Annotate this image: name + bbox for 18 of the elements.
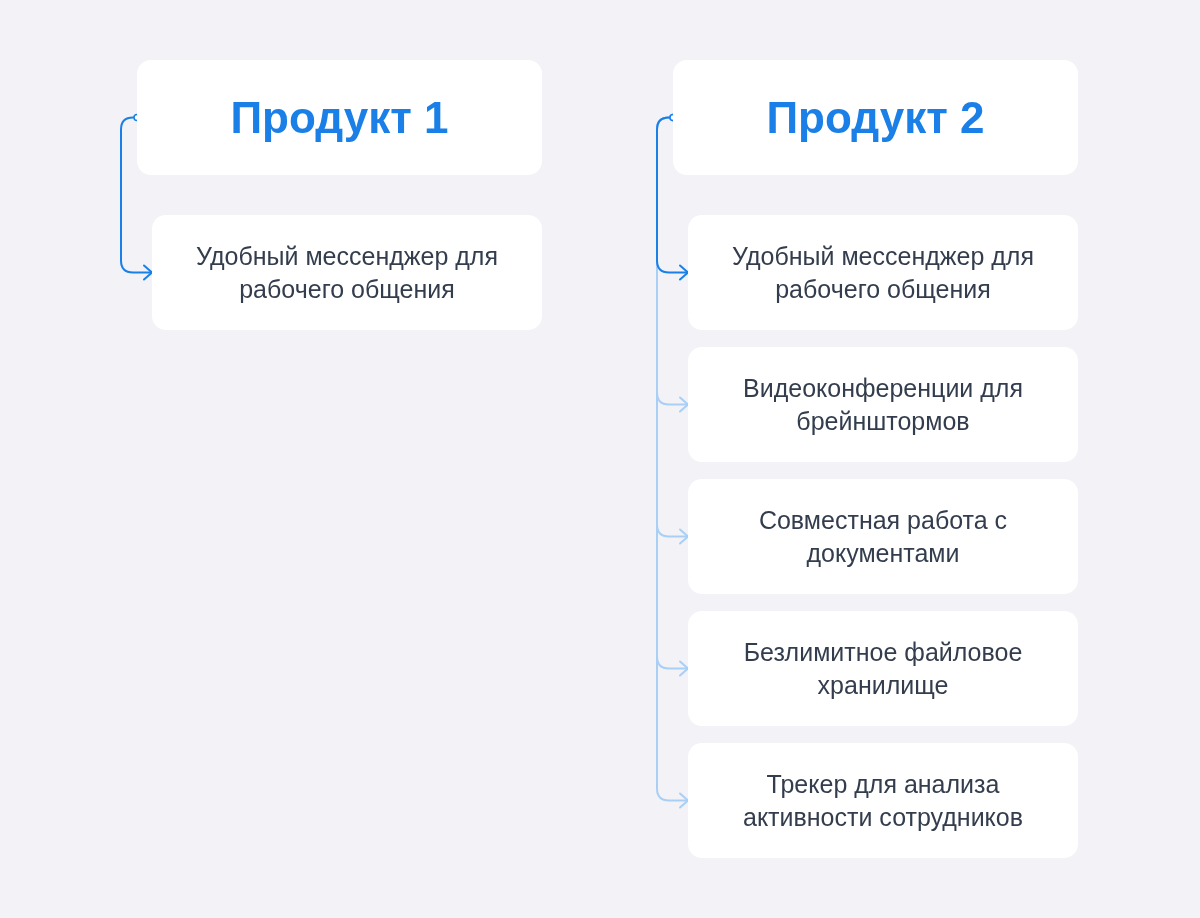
product-title: Продукт 1 <box>230 92 449 143</box>
feature-card <box>688 215 1078 330</box>
product-card <box>137 60 542 175</box>
feature-text: Совместная работа с документами <box>757 504 1009 569</box>
feature-text: Удобный мессенджер для рабочего общения <box>731 240 1035 305</box>
feature-card <box>688 347 1078 462</box>
feature-text: Видеоконференции для брейнштормов <box>742 372 1024 437</box>
feature-card <box>152 215 542 330</box>
feature-text: Удобный мессенджер для рабочего общения <box>195 240 499 305</box>
product-title: Продукт 2 <box>766 92 985 143</box>
feature-card <box>688 611 1078 726</box>
connector-arrow <box>120 113 153 281</box>
feature-card <box>688 743 1078 858</box>
product-card <box>673 60 1078 175</box>
connector-arrow <box>656 113 689 281</box>
feature-text: Безлимитное файловое хранилище <box>742 636 1024 701</box>
feature-text: Трекер для анализа активности сотрудников <box>742 768 1024 833</box>
feature-card <box>688 479 1078 594</box>
